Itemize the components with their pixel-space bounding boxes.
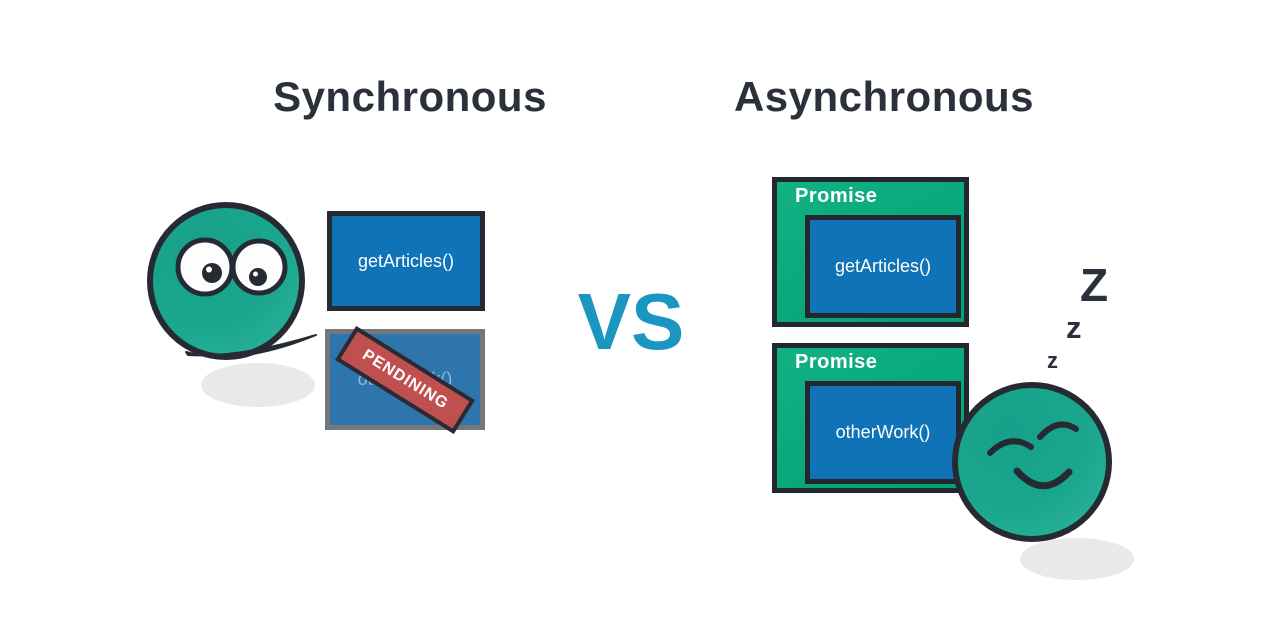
getarticles-box: getArticles() — [327, 211, 485, 311]
promise-header: Promise — [795, 185, 878, 207]
promise-header: Promise — [795, 351, 878, 373]
promise-inner-otherwork: otherWork() — [805, 381, 961, 484]
vs-text: VS — [577, 277, 685, 366]
otherwork-blocked-box: otherWork() PENDINING — [325, 325, 485, 434]
worried-face-icon — [147, 202, 317, 407]
pending-stamp: PENDINING — [335, 325, 475, 434]
worried-mouth — [185, 334, 317, 358]
left-pupil-glint — [206, 266, 212, 273]
smile-mouth — [1013, 467, 1073, 490]
asynchronous-title: Asynchronous — [733, 73, 1035, 120]
sleep-z-small: z — [1047, 348, 1058, 373]
face-shadow — [1020, 538, 1134, 580]
right-eye — [230, 238, 288, 296]
closed-right-eye — [1037, 421, 1079, 440]
getarticles-async-label: getArticles() — [834, 256, 932, 276]
otherwork-async-label: otherWork() — [835, 422, 931, 442]
right-pupil-glint — [253, 271, 258, 277]
closed-left-eye — [987, 438, 1034, 456]
sleep-z-large: Z — [1080, 259, 1109, 311]
face-circle — [952, 382, 1112, 542]
promise-box-otherwork: Promise otherWork() — [772, 343, 969, 493]
synchronous-title: Synchronous — [273, 73, 547, 120]
right-pupil — [249, 268, 267, 286]
face-shadow — [201, 363, 315, 407]
sleeping-face-icon — [952, 382, 1134, 580]
promise-box-getarticles: Promise getArticles() — [772, 177, 969, 327]
promise-inner-getarticles: getArticles() — [805, 215, 961, 318]
sleep-z-medium: z — [1066, 310, 1082, 345]
left-pupil — [202, 263, 222, 283]
pending-stamp-label: PENDINING — [359, 345, 452, 413]
getarticles-label: getArticles() — [357, 250, 455, 271]
